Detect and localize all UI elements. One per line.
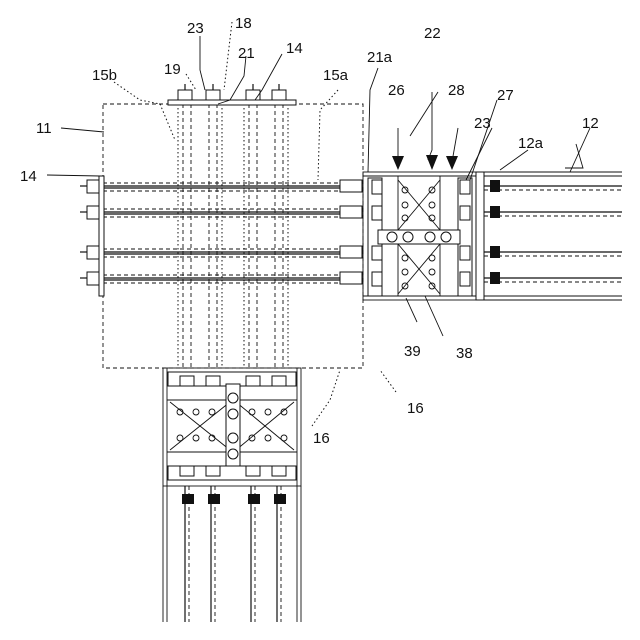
right-joint-22 xyxy=(363,172,483,300)
right-bolt-nuts xyxy=(340,180,362,284)
label-18: 18 xyxy=(235,15,252,32)
bottom-joint-16 xyxy=(163,368,301,486)
label-28: 28 xyxy=(448,82,465,99)
label-22: 22 xyxy=(424,25,441,42)
label-15b: 15b xyxy=(92,67,117,84)
left-bolt-plate xyxy=(80,176,104,296)
leader-lines xyxy=(47,22,590,426)
arrow-28-head xyxy=(446,156,458,170)
top-bolt-plate xyxy=(168,84,296,105)
column-block-11 xyxy=(103,104,363,368)
label-14-top: 14 xyxy=(286,40,303,57)
horizontal-tie-rods xyxy=(103,183,363,283)
label-23-right: 23 xyxy=(474,115,491,132)
vertical-tie-rods xyxy=(178,104,288,368)
label-14-left: 14 xyxy=(20,168,37,185)
label-39: 39 xyxy=(404,343,421,360)
label-38: 38 xyxy=(456,345,473,362)
label-16-bottom: 16 xyxy=(313,430,330,447)
label-23-top: 23 xyxy=(187,20,204,37)
label-21a: 21a xyxy=(367,49,393,66)
reference-labels: 23 18 21 14 19 15b 15a 21a 22 26 28 27 1… xyxy=(20,15,599,447)
label-21: 21 xyxy=(238,45,255,62)
label-26: 26 xyxy=(388,82,405,99)
label-27: 27 xyxy=(497,87,514,104)
arrow-22-head xyxy=(426,155,438,170)
label-19: 19 xyxy=(164,61,181,78)
label-12: 12 xyxy=(582,115,599,132)
label-12a: 12a xyxy=(518,135,544,152)
beam-12 xyxy=(476,172,622,300)
arrow-26-head xyxy=(392,156,404,170)
label-16-right: 16 xyxy=(407,400,424,417)
lower-column xyxy=(163,486,301,622)
label-15a: 15a xyxy=(323,67,349,84)
label-11: 11 xyxy=(36,120,52,137)
